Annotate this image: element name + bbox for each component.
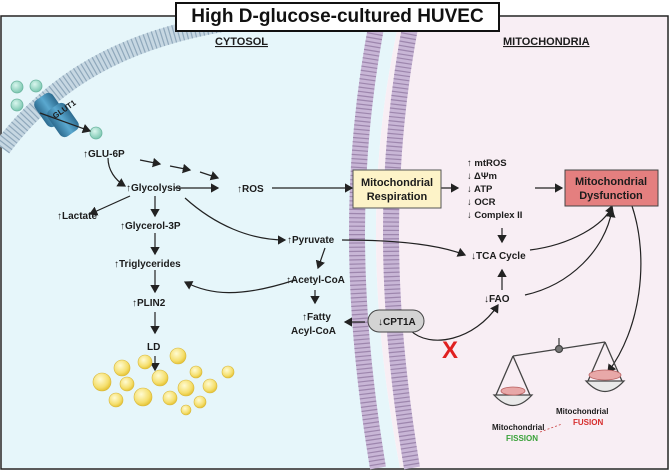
pathway-arrows	[39, 112, 642, 373]
cytosol-header: CYTOSOL	[215, 36, 268, 48]
mitochondria-header: MITOCHONDRIA	[503, 36, 590, 48]
lipid-droplets	[92, 347, 235, 416]
node-ld: LD	[147, 342, 160, 353]
respiration-line1: Mitochondrial	[361, 177, 433, 189]
mitochondria-region	[376, 17, 667, 468]
fission-state: FISSION	[506, 434, 538, 443]
node-ros: ↑ROS	[237, 184, 264, 195]
respiration-line2: Respiration	[367, 191, 428, 203]
node-fatty-line1: ↑Fatty	[302, 312, 331, 323]
cpt1a-label: ↓CPT1A	[378, 317, 416, 328]
fusion-label: Mitochondrial	[556, 407, 608, 416]
balance-scale-icon	[492, 338, 626, 407]
change-ocr: ↓ OCR	[467, 197, 496, 208]
mitochondrial-membrane	[349, 15, 420, 470]
mitochondrial-dysfunction-box	[564, 169, 659, 207]
node-glycolysis: ↑Glycolysis	[126, 183, 181, 194]
node-tca-cycle: ↓TCA Cycle	[471, 251, 526, 262]
fission-label: Mitochondrial	[492, 423, 544, 432]
change-complex-ii: ↓ Complex II	[467, 210, 522, 221]
respiration-changes: ↑ mtROS ↓ ΔΨm ↓ ATP ↓ OCR ↓ Complex II	[467, 158, 522, 221]
cpt1a-enzyme	[367, 309, 425, 333]
block-mark: X	[442, 337, 458, 364]
mitochondrial-respiration-box	[352, 169, 442, 209]
node-pyruvate: ↑Pyruvate	[287, 235, 335, 246]
node-fatty-line2: Acyl-CoA	[291, 326, 336, 337]
node-plin2: ↑PLIN2	[132, 298, 166, 309]
node-glycerol3p: ↑Glycerol-3P	[120, 221, 181, 232]
node-lactate: ↑Lactate	[57, 211, 97, 222]
node-fao: ↓FAO	[484, 294, 510, 305]
dysfunction-line2: Dysfunction	[579, 190, 643, 202]
node-acetylcoa: ↑Acetyl-CoA	[286, 275, 345, 286]
change-membrane-potential: ↓ ΔΨm	[467, 171, 497, 182]
node-triglycerides: ↑Triglycerides	[114, 259, 181, 270]
change-atp: ↓ ATP	[467, 184, 493, 195]
change-mtros: ↑ mtROS	[467, 158, 507, 169]
dysfunction-line1: Mitochondrial	[575, 176, 647, 188]
diagram-title: High D-glucose-cultured HUVEC	[175, 2, 500, 32]
fusion-state: FUSION	[573, 418, 603, 427]
node-glu6p: ↑GLU-6P	[83, 149, 125, 160]
glut1-transporter: GLUT1	[34, 92, 79, 138]
